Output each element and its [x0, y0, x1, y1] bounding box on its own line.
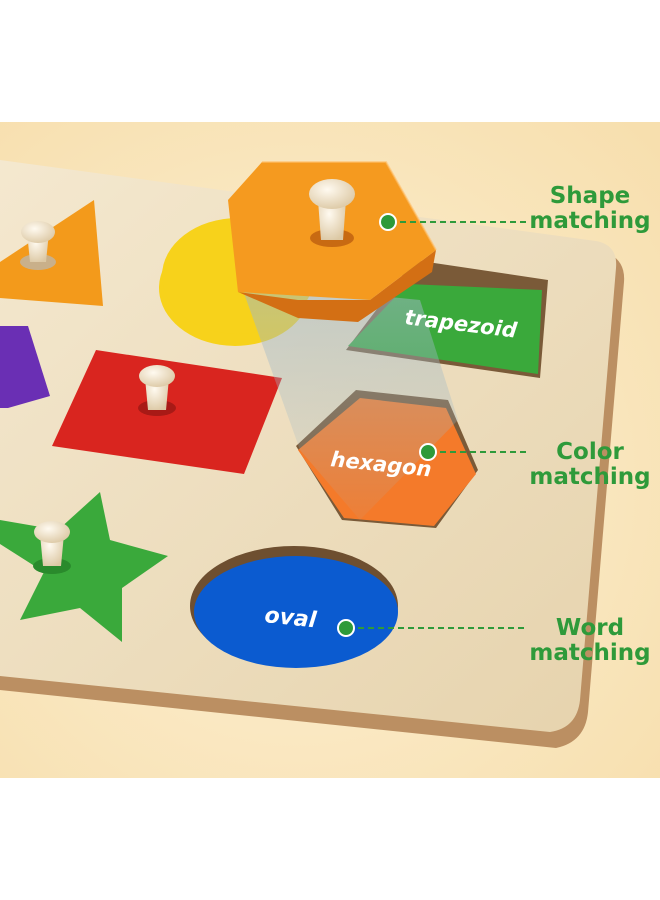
- orange-triangle-piece: [0, 200, 103, 306]
- knob-icon: [33, 521, 71, 574]
- color-matching-label: Color matching: [529, 439, 651, 490]
- light-beam: [240, 282, 458, 520]
- knob-icon: [20, 221, 56, 270]
- callout-dots: [337, 213, 437, 637]
- knob-icon: [309, 179, 355, 247]
- oval-word: oval: [263, 603, 318, 633]
- knob-icon: [138, 365, 176, 416]
- blue-oval-piece: [194, 556, 398, 668]
- word-matching-label: Word matching: [529, 615, 651, 666]
- shape-matching-label: Shape matching: [529, 183, 651, 234]
- callout-lines: [348, 221, 528, 629]
- purple-piece: [0, 326, 50, 408]
